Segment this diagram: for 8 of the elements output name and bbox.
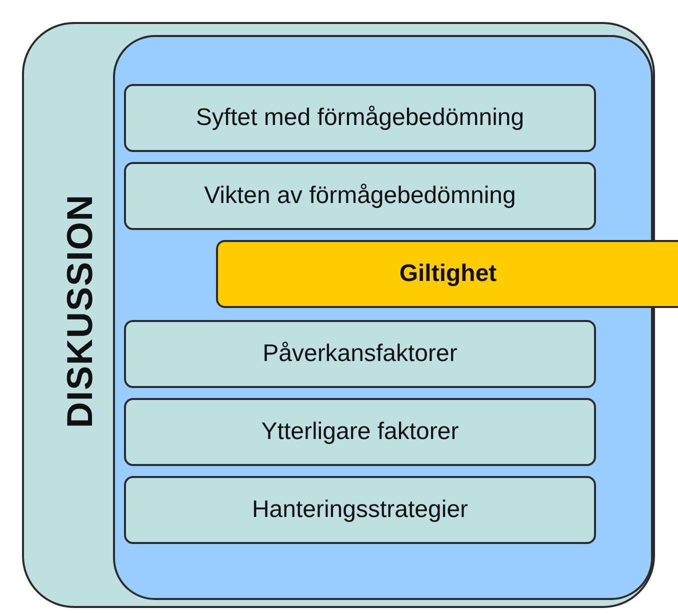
outer-panel (22, 22, 655, 608)
section-heading: DISKUSSION (62, 194, 98, 428)
topic-box: Syftet med förmågebedömning (124, 84, 596, 152)
topic-box: Påverkansfaktorer (124, 320, 596, 388)
topic-box: Hanteringsstrategier (124, 476, 596, 544)
topic-box: Vikten av förmågebedömning (124, 162, 596, 230)
topic-box: Ytterligare faktorer (124, 398, 596, 466)
inner-panel (113, 35, 653, 600)
